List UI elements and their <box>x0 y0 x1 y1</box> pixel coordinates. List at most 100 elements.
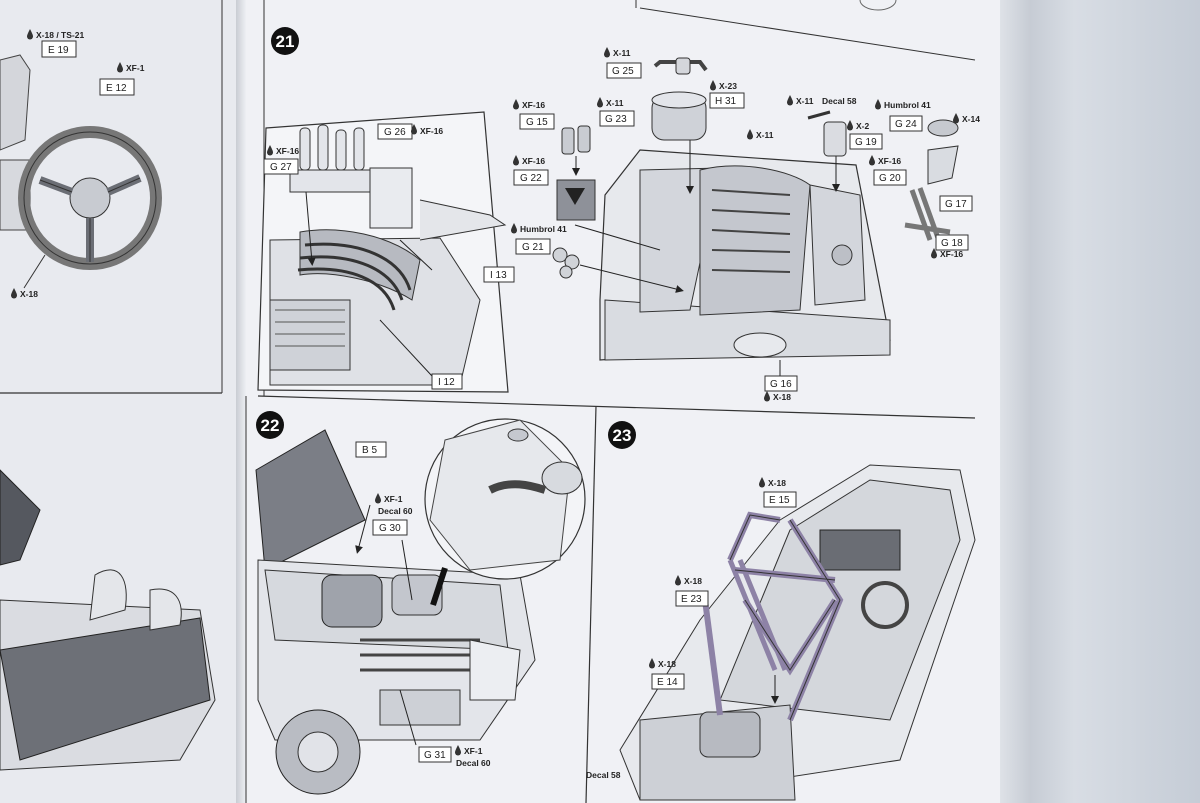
gear-fragment <box>859 0 897 11</box>
svg-text:E 19: E 19 <box>48 45 69 56</box>
step-22-car-drawing <box>255 429 536 795</box>
left-callout-e19: X-18 / TS-21 E 19 <box>27 29 84 58</box>
steering-wheel-drawing <box>18 126 162 270</box>
svg-text:Humbrol 41: Humbrol 41 <box>884 100 931 110</box>
detail-label-i12: I 12 <box>431 373 463 390</box>
callout-g19: X-11 Decal 58 X-2 G 19 <box>787 95 883 150</box>
part-g22-bracket <box>556 179 596 221</box>
left-page-art <box>0 0 223 771</box>
svg-text:G 18: G 18 <box>941 238 963 249</box>
svg-text:X-18 / TS-21: X-18 / TS-21 <box>36 30 84 40</box>
callout-g20: XF-16 G 20 <box>869 155 907 186</box>
svg-text:B 5: B 5 <box>362 445 377 456</box>
seat-drawing <box>89 569 127 621</box>
divider <box>585 405 597 803</box>
svg-text:G 20: G 20 <box>879 173 901 184</box>
callout-g24: Humbrol 41 G 24 X-14 <box>875 99 980 132</box>
svg-text:G 30: G 30 <box>379 523 401 534</box>
svg-text:22: 22 <box>261 416 280 435</box>
svg-text:G 23: G 23 <box>605 114 627 125</box>
svg-text:G 31: G 31 <box>424 750 446 761</box>
callout-g17: G 17 <box>939 195 973 212</box>
step-23-badge: 23 <box>608 421 636 449</box>
callout-g31: G 31 XF-1 Decal 60 <box>418 745 491 768</box>
part-g25-hose <box>653 57 708 75</box>
svg-text:X-18: X-18 <box>20 289 38 299</box>
step-23-car-drawing <box>619 464 976 801</box>
callout-e15: X-18 E 15 <box>759 477 797 508</box>
detail-label-i13: I 13 <box>483 266 515 283</box>
svg-text:XF-1: XF-1 <box>384 494 403 504</box>
callout-g30: XF-1 Decal 60 G 30 <box>372 493 413 536</box>
callout-g16: G 16 X-18 <box>764 375 798 402</box>
svg-text:G 16: G 16 <box>770 379 792 390</box>
part-g24-reservoir <box>904 119 959 241</box>
part-g15-coils <box>561 125 591 176</box>
svg-text:XF-16: XF-16 <box>276 146 299 156</box>
callout-engine-x11: X-11 <box>747 129 774 140</box>
svg-text:23: 23 <box>613 426 632 445</box>
svg-text:X-11: X-11 <box>796 96 814 106</box>
step-22-detail-circle <box>424 418 586 580</box>
svg-text:X-23: X-23 <box>719 81 737 91</box>
callout-h31: X-23 H 31 <box>709 80 745 109</box>
svg-text:G 25: G 25 <box>612 66 634 77</box>
seat-drawing <box>149 588 182 631</box>
part-g21-rollers <box>552 247 580 279</box>
seat-drawing <box>0 469 41 566</box>
step-21-detail-box <box>257 111 509 393</box>
svg-text:G 19: G 19 <box>855 137 877 148</box>
callout-g25: X-11 G 25 <box>604 47 642 79</box>
svg-text:G 22: G 22 <box>520 173 542 184</box>
callout-g21: Humbrol 41 G 21 <box>511 223 567 255</box>
svg-text:E 15: E 15 <box>769 495 790 506</box>
svg-text:X-18: X-18 <box>773 392 791 402</box>
svg-text:Decal 58: Decal 58 <box>586 770 621 780</box>
svg-text:Decal 60: Decal 60 <box>378 506 413 516</box>
decal-58-label: Decal 58 <box>586 770 621 780</box>
svg-text:I 12: I 12 <box>438 377 455 388</box>
svg-text:G 17: G 17 <box>945 199 967 210</box>
svg-text:E 23: E 23 <box>681 594 702 605</box>
part-g23-airbox <box>651 91 707 141</box>
svg-text:XF-16: XF-16 <box>940 249 963 259</box>
svg-text:XF-16: XF-16 <box>522 100 545 110</box>
svg-text:X-11: X-11 <box>613 48 631 58</box>
svg-text:G 27: G 27 <box>270 162 292 173</box>
step-22-badge: 22 <box>256 411 284 439</box>
svg-text:X-2: X-2 <box>856 121 870 131</box>
callout-g18: G 18 XF-16 <box>931 234 969 259</box>
svg-text:Decal 58: Decal 58 <box>822 96 857 106</box>
callout-g23: X-11 G 23 <box>597 97 635 127</box>
callout-e14: X-18 E 14 <box>649 658 685 690</box>
svg-text:G 26: G 26 <box>384 127 406 138</box>
svg-text:X-18: X-18 <box>768 478 786 488</box>
page-spine <box>236 0 246 803</box>
svg-text:21: 21 <box>276 32 295 51</box>
dashboard-part <box>0 54 31 151</box>
svg-text:H 31: H 31 <box>715 96 737 107</box>
svg-text:X-14: X-14 <box>962 114 980 124</box>
svg-text:G 15: G 15 <box>526 117 548 128</box>
detail-label-g26: G 26 XF-16 <box>377 123 443 140</box>
divider <box>639 7 976 61</box>
svg-text:XF-1: XF-1 <box>464 746 483 756</box>
svg-text:X-18: X-18 <box>658 659 676 669</box>
svg-text:X-18: X-18 <box>684 576 702 586</box>
svg-text:XF-16: XF-16 <box>878 156 901 166</box>
callout-b5: B 5 <box>355 441 387 458</box>
callout-g15: XF-16 G 15 <box>513 99 555 130</box>
svg-text:I 13: I 13 <box>490 270 507 281</box>
svg-text:X-11: X-11 <box>756 130 774 140</box>
svg-text:G 21: G 21 <box>522 242 544 253</box>
door-panel-drawing <box>0 617 211 761</box>
step-21-engine-bay <box>574 120 891 378</box>
left-callout-e12: XF-1 E 12 <box>99 62 145 96</box>
part-g19-filter <box>807 110 847 157</box>
detail-label-g27: XF-16 G 27 <box>263 145 299 175</box>
svg-text:XF-1: XF-1 <box>126 63 145 73</box>
callout-e23: X-18 E 23 <box>675 575 709 607</box>
svg-text:XF-16: XF-16 <box>420 126 443 136</box>
